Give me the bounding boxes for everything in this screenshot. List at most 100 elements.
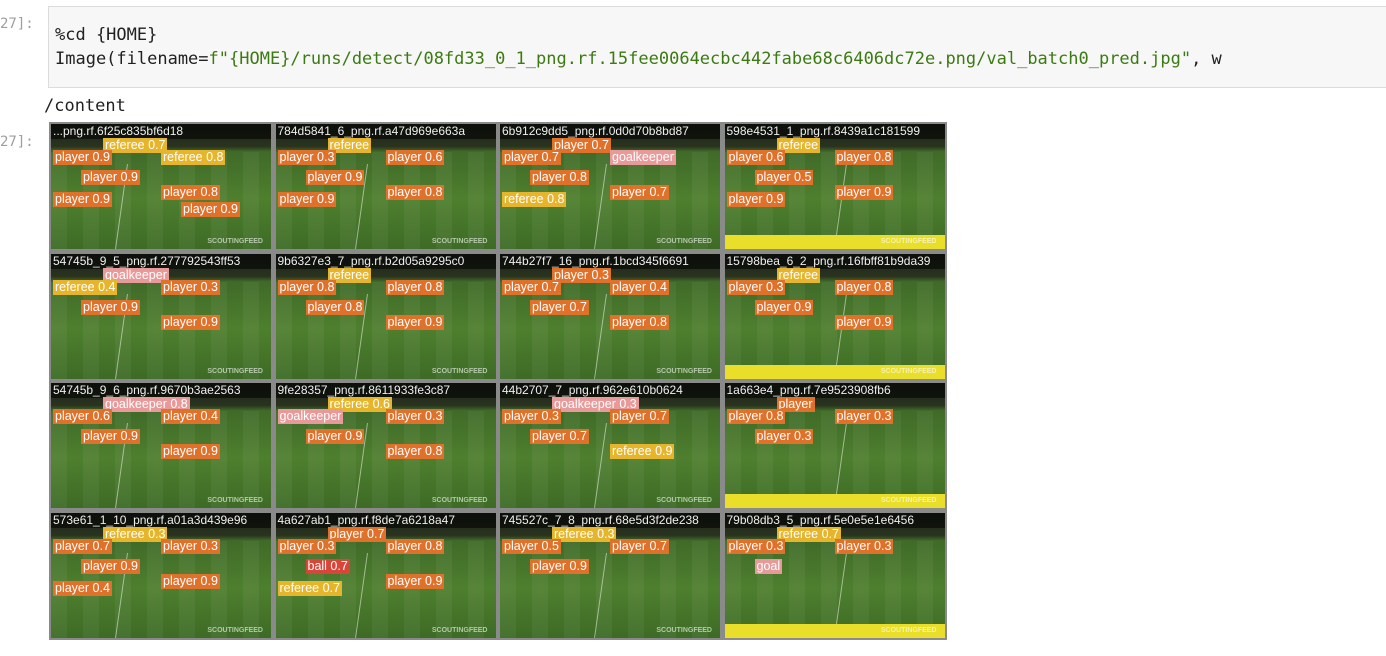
field-stripe bbox=[147, 281, 163, 379]
watermark: SCOUTINGFEED bbox=[880, 497, 937, 504]
field-stripe bbox=[147, 152, 163, 249]
tile-title: 598e4531_1_png.rf.8439a1c181599 bbox=[724, 124, 945, 139]
field-stripe bbox=[435, 411, 452, 508]
field-stripe bbox=[724, 281, 741, 379]
detection-label-player: player 0.9 bbox=[754, 299, 814, 315]
detection-label-player: player 0.7 bbox=[610, 538, 669, 554]
tile-title: 573e61_1_10_png.rf.a01a3d439e96 bbox=[51, 512, 271, 528]
detection-label-referee: referee 0.6 bbox=[327, 397, 392, 412]
watermark: SCOUTINGFEED bbox=[431, 626, 488, 634]
watermark: SCOUTINGFEED bbox=[656, 238, 712, 245]
detection-label-referee: referee 0.7 bbox=[103, 138, 168, 153]
tile-title: 6b912c9dd5_png.rf.0d0d70b8bd87 bbox=[500, 124, 720, 139]
detection-label-player: player 0.8 bbox=[385, 185, 445, 200]
detection-label-player: player 0.6 bbox=[53, 409, 112, 424]
field-stripe bbox=[275, 281, 292, 379]
detection-label-player: player 0.4 bbox=[610, 279, 669, 295]
detection-label-goalkeeper: goalkeeper bbox=[610, 150, 676, 165]
detection-label-player: player 0.9 bbox=[81, 170, 140, 185]
field-stripe bbox=[500, 411, 516, 508]
field-stripe bbox=[179, 152, 195, 249]
detection-label-player: player 0.7 bbox=[610, 409, 669, 424]
field-stripe bbox=[628, 281, 644, 379]
detection-label-referee: referee 0.7 bbox=[277, 580, 342, 596]
output-text: /content bbox=[44, 96, 126, 116]
input-prompt: 27]: bbox=[0, 16, 34, 32]
field-stripe bbox=[211, 540, 227, 638]
field-stripe bbox=[243, 152, 259, 249]
field-stripe bbox=[147, 411, 163, 508]
field-stripe bbox=[852, 411, 869, 508]
detection-label-player: player 0.6 bbox=[726, 150, 786, 165]
detection-label-player: player 0.3 bbox=[161, 538, 220, 554]
field-stripe bbox=[83, 281, 99, 379]
code-cell[interactable]: %cd {HOME} Image(filename=f"{HOME}/runs/… bbox=[48, 6, 1386, 88]
field-stripe bbox=[852, 540, 869, 638]
field-stripe bbox=[83, 411, 99, 508]
detection-label-player: player 0.9 bbox=[726, 192, 786, 207]
field-stripe bbox=[532, 411, 548, 508]
detection-label-player: player 0.8 bbox=[610, 314, 669, 330]
field-stripe bbox=[467, 281, 484, 379]
tile-title: 54745b_9_6_png.rf.9670b3ae2563 bbox=[51, 383, 271, 398]
tile-title: 784d5841_6_png.rf.a47d969e663a bbox=[275, 124, 496, 139]
field-stripe bbox=[275, 411, 292, 508]
tile-title: 15798bea_6_2_png.rf.16fbff81b9da39 bbox=[724, 253, 945, 269]
field-stripe bbox=[211, 411, 227, 508]
watermark: SCOUTINGFEED bbox=[207, 367, 263, 375]
detection-label-player: player 0.9 bbox=[385, 573, 445, 589]
detection-label-referee: referee bbox=[776, 267, 821, 283]
watermark: SCOUTINGFEED bbox=[431, 367, 488, 375]
field-stripe bbox=[371, 281, 388, 379]
field-stripe bbox=[820, 281, 837, 379]
field-stripe bbox=[403, 152, 420, 249]
field-stripe bbox=[628, 152, 644, 249]
watermark: SCOUTINGFEED bbox=[207, 626, 263, 634]
detection-label-player: player 0.9 bbox=[181, 202, 240, 217]
field-stripe bbox=[147, 540, 163, 638]
field-stripe bbox=[916, 281, 933, 379]
code-editor[interactable]: %cd {HOME} Image(filename=f"{HOME}/runs/… bbox=[55, 23, 1222, 71]
field-stripe bbox=[179, 540, 195, 638]
detection-label-player: player 0.9 bbox=[81, 558, 140, 574]
watermark: SCOUTINGFEED bbox=[207, 238, 263, 245]
stadium-banner bbox=[724, 494, 945, 508]
field-stripe bbox=[916, 411, 933, 508]
detection-label-player: player 0.3 bbox=[726, 538, 786, 554]
field-stripe bbox=[884, 540, 901, 638]
field-stripe bbox=[916, 540, 933, 638]
detection-label-player: player 0.8 bbox=[834, 279, 894, 295]
field-stripe bbox=[628, 411, 644, 508]
tile-title: 54745b_9_5_png.rf.277792543ff53 bbox=[51, 253, 271, 269]
tile-title: 9b6327e3_7_png.rf.b2d05a9295c0 bbox=[275, 253, 496, 269]
field-stripe bbox=[500, 281, 516, 379]
field-stripe bbox=[435, 152, 452, 249]
field-stripe bbox=[916, 152, 933, 249]
field-stripe bbox=[307, 281, 324, 379]
field-stripe bbox=[564, 281, 580, 379]
code-func: Image(filename= bbox=[55, 49, 209, 69]
field-stripe bbox=[564, 540, 580, 638]
detection-label-player: player 0.3 bbox=[754, 429, 814, 444]
detection-label-referee: referee 0.4 bbox=[53, 279, 118, 295]
tile-title: 4a627ab1_png.rf.f8de7a6218a47 bbox=[275, 512, 496, 528]
tile-title: ...png.rf.6f25c835bf6d18 bbox=[51, 124, 271, 139]
stadium-banner bbox=[724, 623, 945, 638]
detection-label-player: player 0.5 bbox=[502, 538, 561, 554]
field-stripe bbox=[51, 281, 67, 379]
detection-label-player: player 0.3 bbox=[502, 409, 561, 424]
detection-label-player: player 0.9 bbox=[305, 429, 365, 444]
detection-label-player: player 0.9 bbox=[530, 558, 589, 574]
